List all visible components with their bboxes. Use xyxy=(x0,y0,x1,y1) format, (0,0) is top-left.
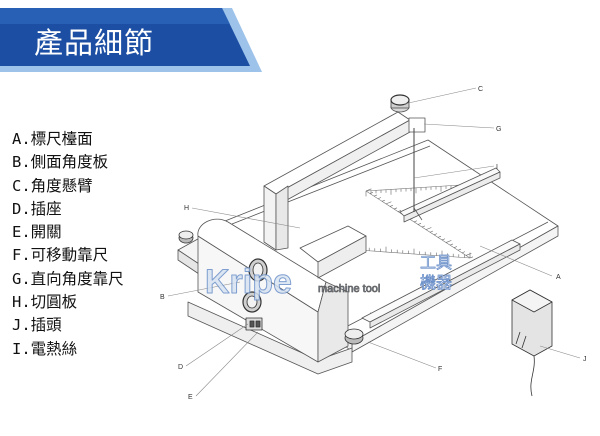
ruler-tick xyxy=(441,238,446,241)
watermark-cjk-top: 工具 xyxy=(420,253,452,272)
ruler-tick xyxy=(469,256,474,259)
movable-fence xyxy=(361,239,521,329)
ruler-tick xyxy=(429,230,434,233)
ruler-tick xyxy=(417,223,422,225)
vertical-angle-fence xyxy=(399,167,501,223)
ruler-tick xyxy=(413,220,418,223)
ruler-tick xyxy=(393,207,398,210)
ruler-tick xyxy=(365,188,372,192)
socket-switch xyxy=(245,317,263,331)
banner-highlight xyxy=(0,8,230,24)
legend-item: A.標尺檯面 xyxy=(12,130,93,148)
legend-item: E.開關 xyxy=(12,223,62,242)
legend-item: C.角度懸臂 xyxy=(12,176,93,195)
adjust-knobs xyxy=(242,258,268,313)
watermark-cjk-bottom: 機器 xyxy=(420,273,452,292)
callout-labels: C G I H B A D E F J xyxy=(160,86,587,401)
ruler-tick xyxy=(449,243,454,246)
legend-item: D.插座 xyxy=(12,199,62,218)
ruler-tick xyxy=(465,252,472,256)
ruler-tick xyxy=(425,227,432,230)
ruler-tick xyxy=(461,251,466,254)
watermark: Kripe machine tool 工具 機器 xyxy=(205,253,453,302)
ruler-tick xyxy=(369,192,374,194)
callout-a: A xyxy=(556,274,561,281)
callout-b: B xyxy=(160,294,165,301)
callout-lines xyxy=(167,87,581,397)
ruler-tick xyxy=(381,199,386,202)
callout-i: I xyxy=(496,164,498,171)
ruler-tick xyxy=(397,210,402,212)
ruler-tick xyxy=(373,194,378,197)
ruler-tick xyxy=(453,246,458,248)
callout-h: H xyxy=(184,205,189,212)
legend-item: J.插頭 xyxy=(12,316,62,335)
callout-e: E xyxy=(188,394,193,401)
callout-f: F xyxy=(438,366,442,373)
plug-adapter xyxy=(511,289,553,397)
legend-item: I.電熱絲 xyxy=(12,339,78,358)
ruler-tick xyxy=(433,233,438,236)
ruler-tick xyxy=(445,240,452,243)
feet xyxy=(178,230,364,345)
angle-arm xyxy=(263,94,426,251)
legend-item: G.直向角度靠尺 xyxy=(12,269,124,288)
legend-item: H.切圓板 xyxy=(12,293,78,312)
ruler-tick xyxy=(457,248,462,251)
header-banner xyxy=(0,8,262,72)
ruler-tick xyxy=(377,197,382,200)
ruler-tick xyxy=(421,225,426,228)
callout-g: G xyxy=(496,126,501,133)
callout-d: D xyxy=(178,364,183,371)
watermark-subtitle: machine tool xyxy=(318,283,380,295)
callout-c: C xyxy=(478,86,483,93)
legend-item: B.側面角度板 xyxy=(12,153,109,172)
ruler-tick xyxy=(385,201,392,205)
callout-j: J xyxy=(583,356,587,363)
legend-item: F.可移動靠尺 xyxy=(12,246,109,265)
page-title: 產品細節 xyxy=(34,26,155,60)
ruler-tick xyxy=(437,235,442,238)
ruler-tick xyxy=(389,204,394,207)
parts-legend: A.標尺檯面 B.側面角度板 C.角度懸臂 D.插座 E.開關 F.可移動靠尺 … xyxy=(12,128,124,361)
watermark-brand: Kripe xyxy=(205,263,292,301)
